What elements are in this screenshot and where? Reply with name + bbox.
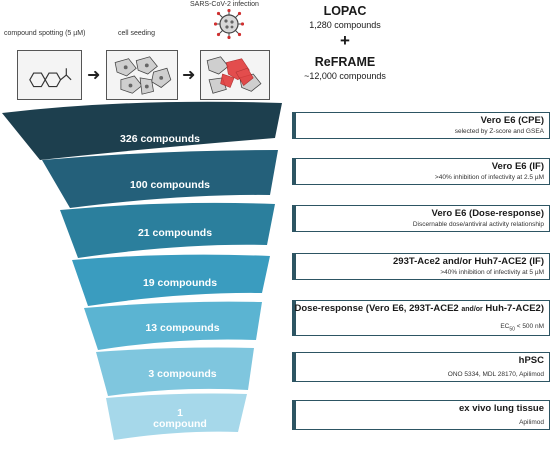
- funnel-band-1: [2, 101, 282, 160]
- plus-sign: +: [340, 31, 350, 50]
- stage-1-title: Vero E6 (CPE): [480, 115, 544, 126]
- stage-7-count-unit: compound: [153, 418, 207, 430]
- funnel-band-3: [60, 202, 275, 258]
- stage-5-desc-main: EC: [500, 322, 510, 330]
- arrow-right-icon: ➜: [182, 67, 196, 84]
- stage-2-count: 100 compounds: [130, 179, 210, 191]
- stage-1-box: Vero E6 (CPE) selected by Z-score and GS…: [292, 112, 550, 139]
- funnel-band-5: [84, 301, 262, 350]
- stage-6-desc: ONO 5334, MDL 28170, Apilimod: [447, 371, 544, 378]
- funnel-band-4: [72, 254, 270, 306]
- stage-7-count: 1 compound: [130, 408, 230, 430]
- stage-7-desc: Apilimod: [519, 419, 544, 426]
- stage-4-count: 19 compounds: [142, 277, 218, 289]
- funnel-band-2: [42, 150, 278, 208]
- stage-6-box: hPSC ONO 5334, MDL 28170, Apilimod: [292, 352, 550, 382]
- stage-7-title: ex vivo lung tissue: [459, 403, 544, 414]
- stage-5-title-small: and/or: [461, 306, 483, 313]
- library-reframe-title: ReFRAME: [314, 55, 376, 69]
- step-label-compound-spotting: compound spotting (5 µM): [4, 30, 86, 37]
- stage-2-title: Vero E6 (IF): [491, 161, 544, 172]
- compound-plate: [17, 50, 82, 100]
- stage-3-desc: Discernable dose/antiviral activity rela…: [412, 221, 544, 228]
- stage-5-title-main: Dose-response (Vero E6, 293T-ACE2: [294, 303, 459, 314]
- stage-5-title-end: Huh-7-ACE2): [485, 303, 544, 314]
- stage-4-desc: >40% inhibition of infectivity at 5 µM: [440, 269, 544, 276]
- stage-7-box: ex vivo lung tissue Apilimod: [292, 400, 550, 430]
- stage-4-title: 293T-Ace2 and/or Huh7-ACE2 (IF): [393, 256, 544, 267]
- virus-icon: [213, 8, 245, 40]
- stage-3-title: Vero E6 (Dose-response): [431, 208, 544, 219]
- stage-5-count: 13 compounds: [145, 322, 220, 334]
- stage-1-count: 326 compounds: [120, 133, 200, 145]
- library-reframe-count: ~12,000 compounds: [304, 71, 386, 81]
- stage-7-count-number: 1: [177, 407, 183, 419]
- funnel-band-7: [106, 393, 247, 440]
- molecule-icon: [29, 68, 72, 88]
- stage-5-box: Dose-response (Vero E6, 293T-ACE2 and/or…: [292, 300, 550, 336]
- funnel-band-6: [96, 347, 254, 396]
- stage-1-desc: selected by Z-score and GSEA: [454, 128, 544, 135]
- infected-cells-icon: [206, 56, 262, 94]
- stage-3-count: 21 compounds: [137, 227, 213, 239]
- stage-4-box: 293T-Ace2 and/or Huh7-ACE2 (IF) >40% inh…: [292, 253, 550, 280]
- stage-6-title: hPSC: [518, 355, 544, 366]
- cell-plate: [106, 50, 178, 100]
- stage-5-desc: EC50 < 500 nM: [500, 323, 544, 332]
- stage-6-count: 3 compounds: [148, 368, 217, 380]
- arrow-right-icon: ➜: [87, 67, 101, 84]
- cells-icon: [114, 56, 172, 95]
- stage-2-desc: >40% inhibition of infectivity at 2.5 µM: [434, 174, 544, 181]
- stage-5-desc-end: < 500 nM: [514, 322, 544, 330]
- stage-5-title: Dose-response (Vero E6, 293T-ACE2 and/or…: [295, 303, 544, 314]
- stage-2-box: Vero E6 (IF) >40% inhibition of infectiv…: [292, 158, 550, 185]
- library-lopac-title: LOPAC: [323, 4, 367, 18]
- step-label-infection: SARS-CoV-2 infection: [190, 1, 259, 8]
- stage-5-desc-sub: 50: [509, 326, 515, 332]
- stage-3-box: Vero E6 (Dose-response) Discernable dose…: [292, 205, 550, 232]
- infected-plate: [200, 50, 270, 100]
- library-lopac-count: 1,280 compounds: [309, 20, 381, 30]
- step-label-cell-seeding: cell seeding: [118, 30, 155, 37]
